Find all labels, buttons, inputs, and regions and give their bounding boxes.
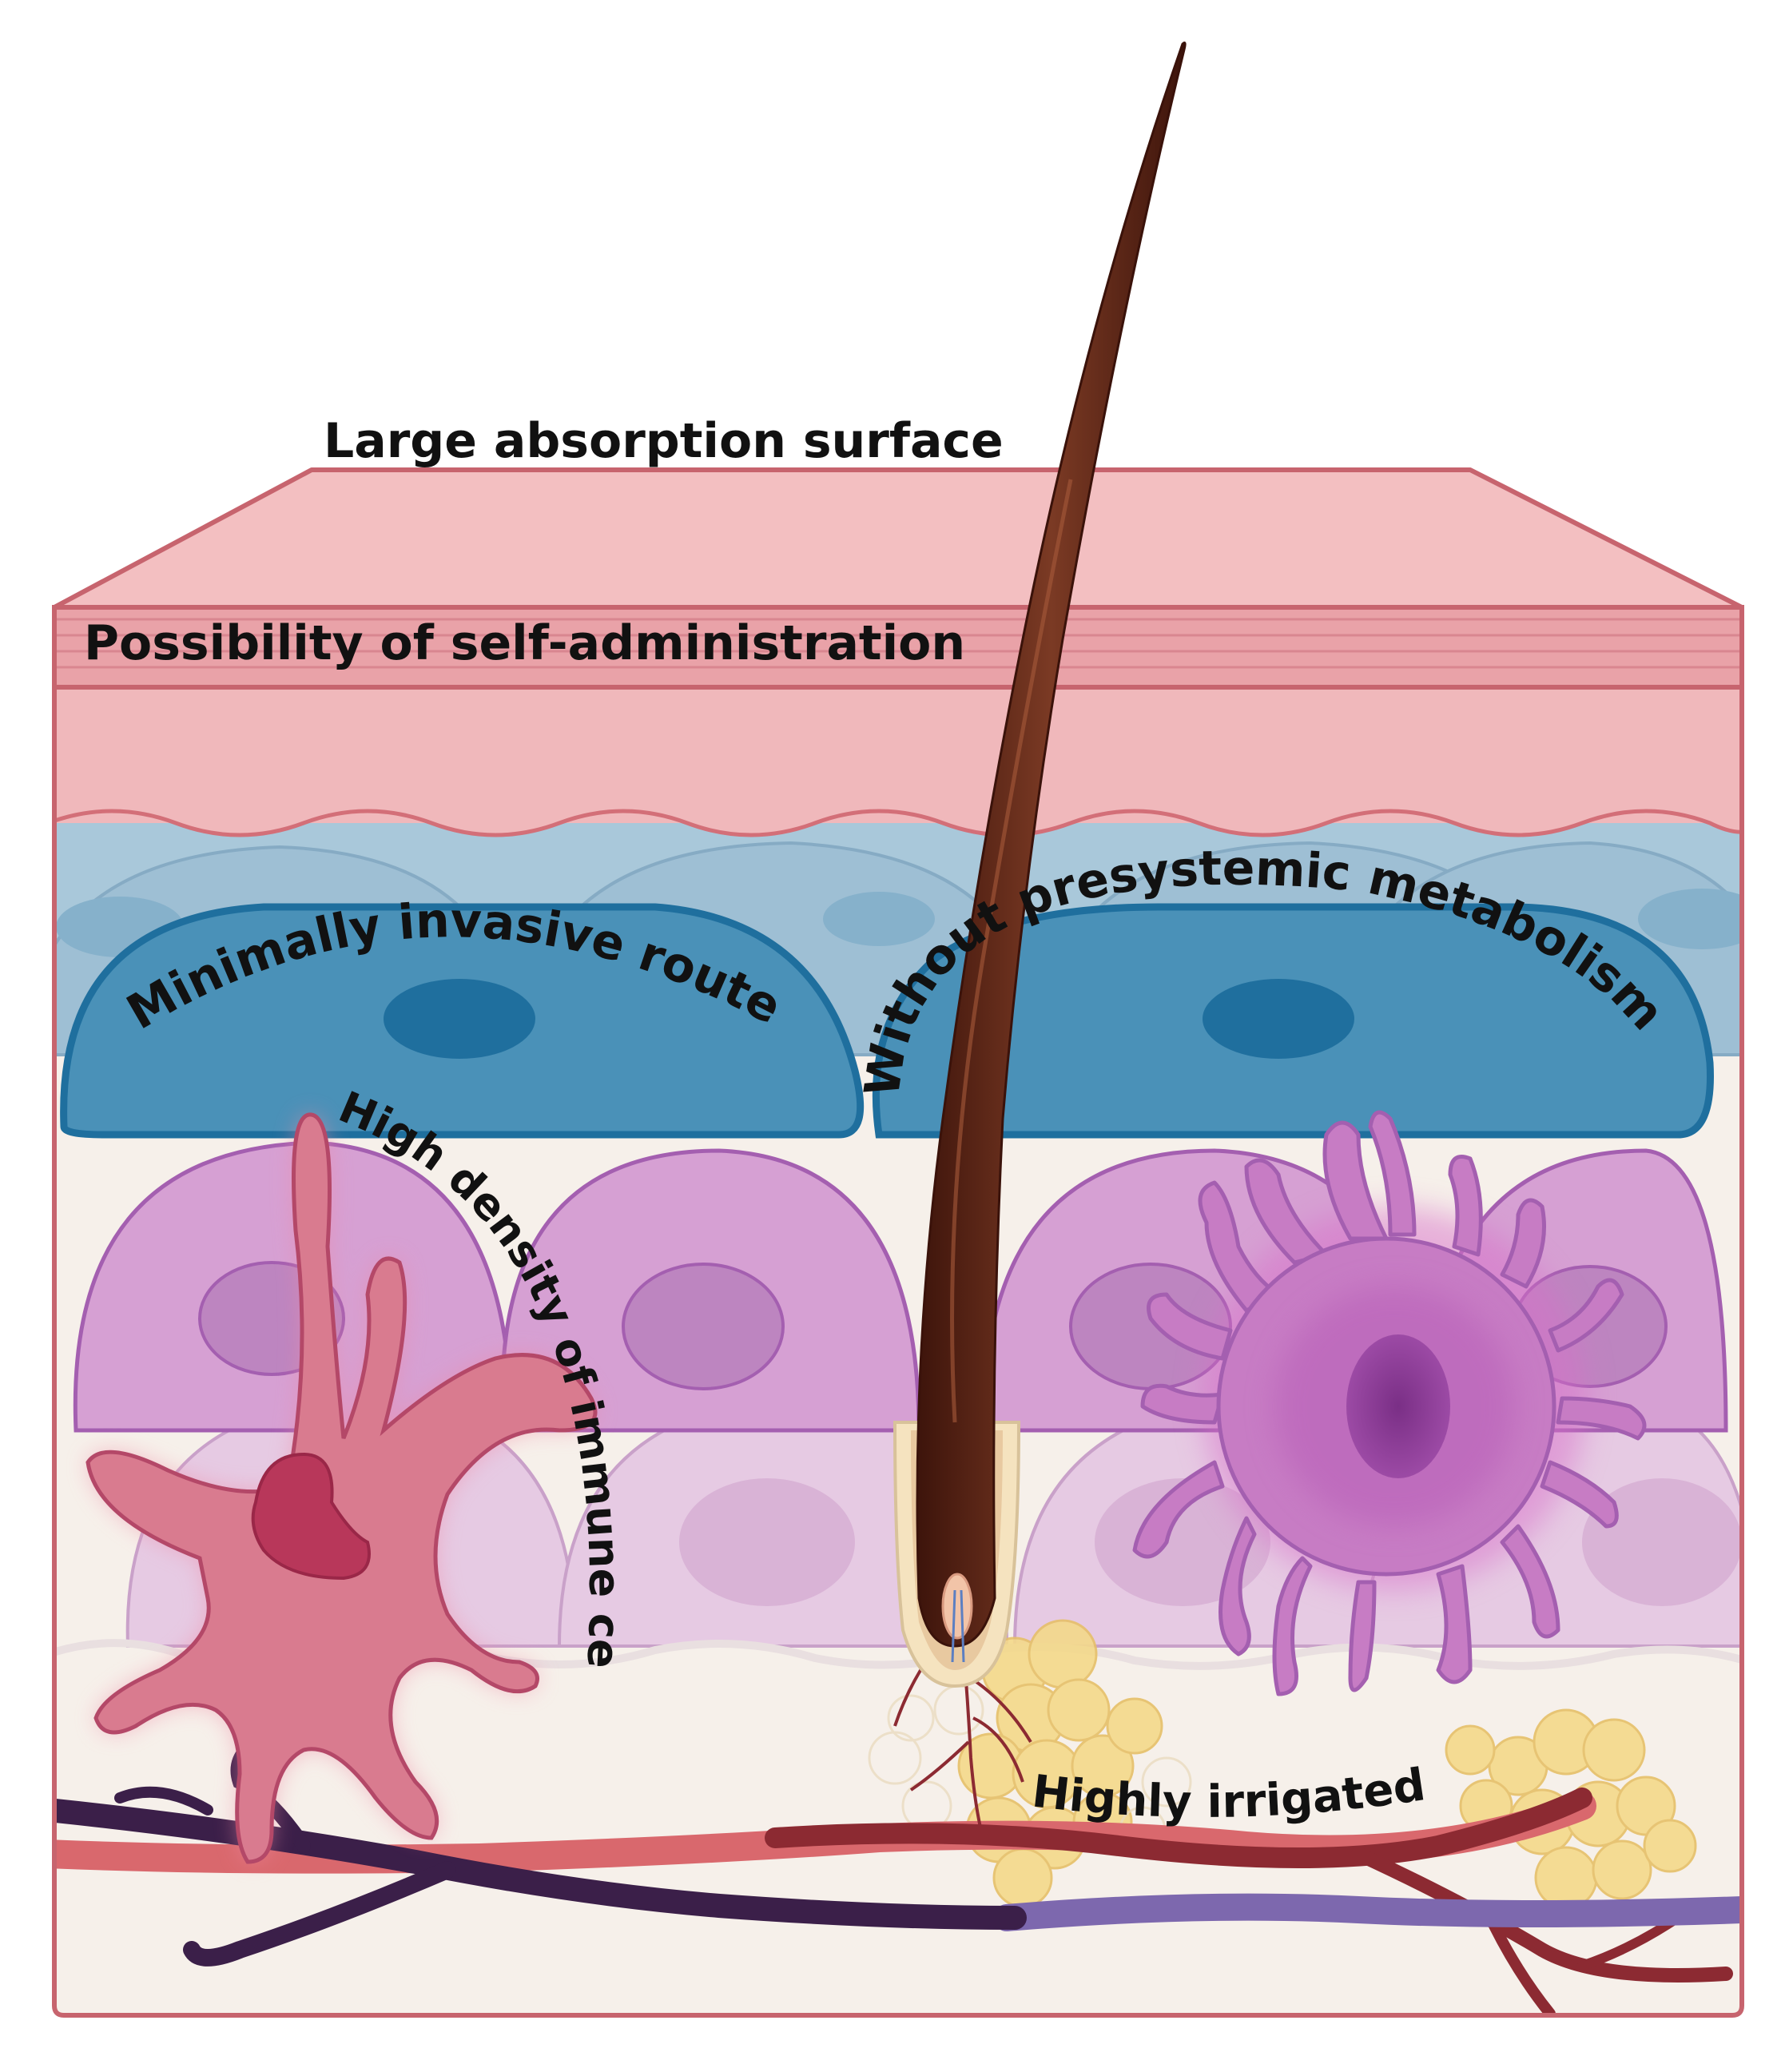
dendritic-cell-body bbox=[85, 1112, 598, 1864]
langerhans-cell bbox=[1132, 1110, 1647, 1696]
fat-cells bbox=[957, 1619, 1697, 1910]
dendritic-cell bbox=[85, 1112, 598, 1864]
artery-branch-1 bbox=[1351, 1847, 1733, 1983]
hair-follicle bbox=[893, 42, 1187, 1688]
stratum-corneum-stripes bbox=[54, 607, 1742, 687]
artery-branch-2 bbox=[1489, 1920, 1556, 2015]
dendritic-cell-nucleus bbox=[251, 1452, 371, 1581]
vein bbox=[54, 1798, 1027, 1930]
skin-box-outline bbox=[52, 605, 1744, 2018]
label-self-administration: Possibility of self-administration bbox=[84, 615, 965, 671]
vein-branch-1 bbox=[183, 1861, 456, 1967]
basal-cells bbox=[60, 903, 1714, 1139]
label-large-absorption: Large absorption surface bbox=[324, 413, 1004, 469]
vein-purple bbox=[993, 1893, 1742, 1931]
basement-wave bbox=[54, 807, 1742, 835]
skin-top-surface bbox=[52, 467, 1744, 610]
langerhans-cell-nucleus bbox=[1346, 1334, 1450, 1478]
stratum-lines bbox=[54, 618, 1742, 669]
hair-shaft bbox=[916, 42, 1187, 1648]
vein-branch-3 bbox=[114, 1786, 213, 1815]
langerhans-dendrites bbox=[1132, 1110, 1647, 1696]
hair-bulb-papilla bbox=[941, 1573, 973, 1640]
artery-dark bbox=[765, 1788, 1592, 1868]
